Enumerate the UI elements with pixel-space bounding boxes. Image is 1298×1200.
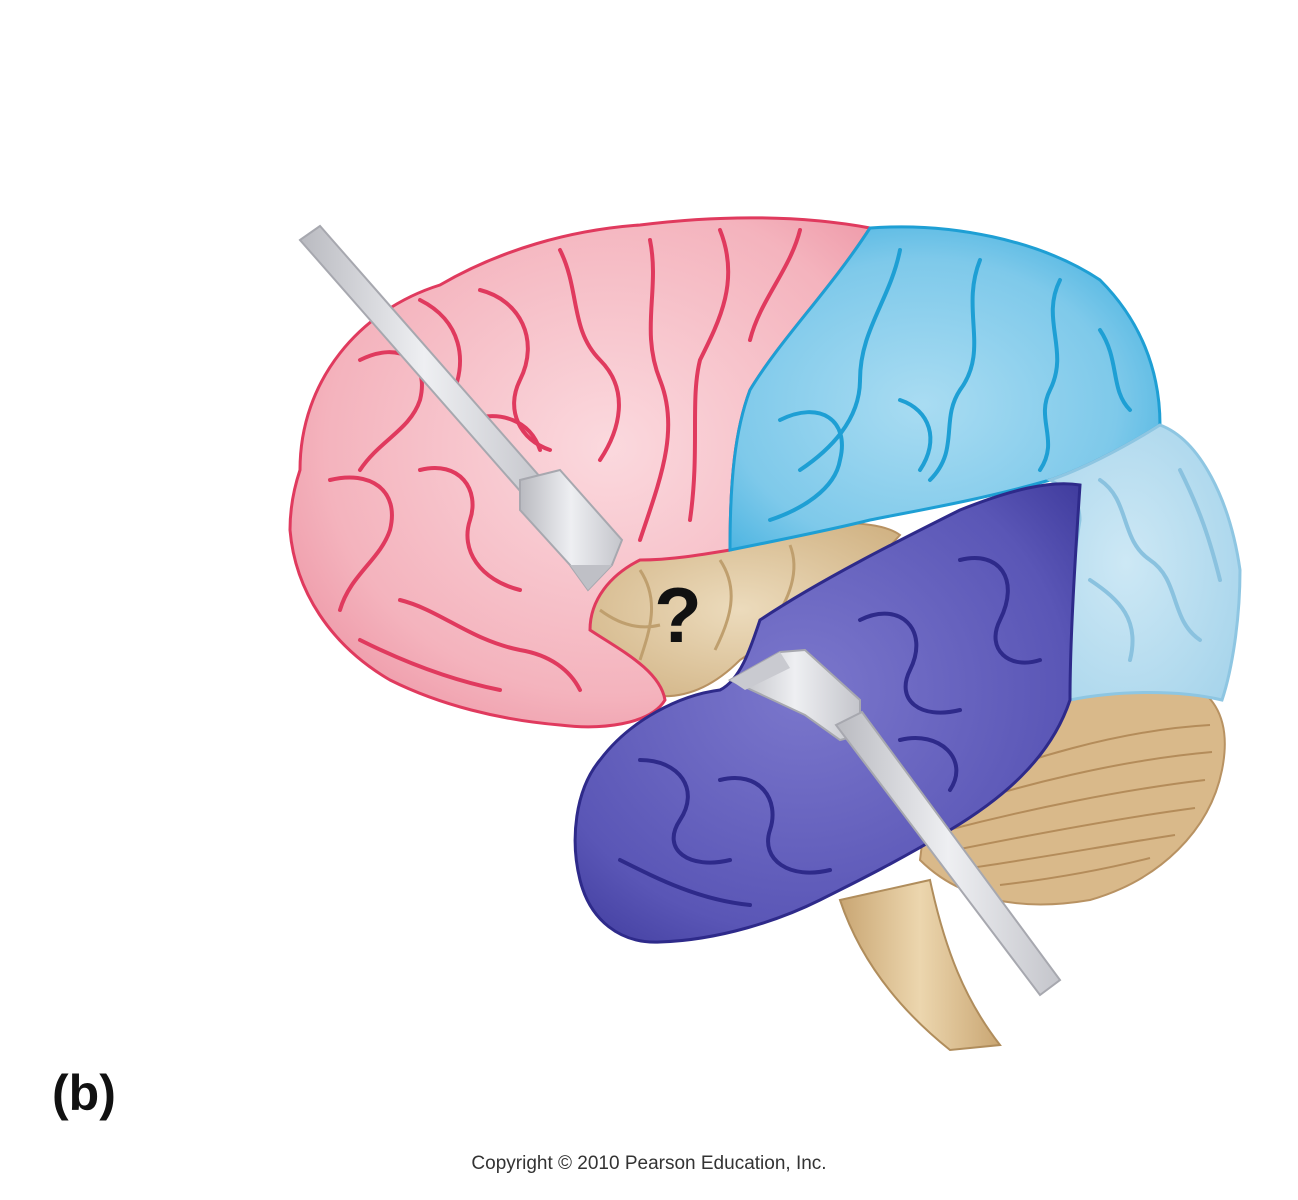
unknown-region-marker: ?	[654, 571, 702, 659]
parietal-sulci	[768, 248, 1132, 522]
copyright-notice: Copyright © 2010 Pearson Education, Inc.	[471, 1153, 827, 1174]
lower-retractor	[727, 648, 1062, 997]
brainstem	[838, 878, 1002, 1052]
upper-retractor	[298, 224, 624, 592]
temporal-sulci	[618, 556, 1042, 907]
occipital-sulci	[1088, 468, 1222, 662]
frontal-lobe	[288, 216, 873, 729]
insula-gyri	[599, 544, 796, 661]
panel-label: (b)	[52, 1065, 116, 1121]
frontal-sulci	[328, 228, 802, 692]
